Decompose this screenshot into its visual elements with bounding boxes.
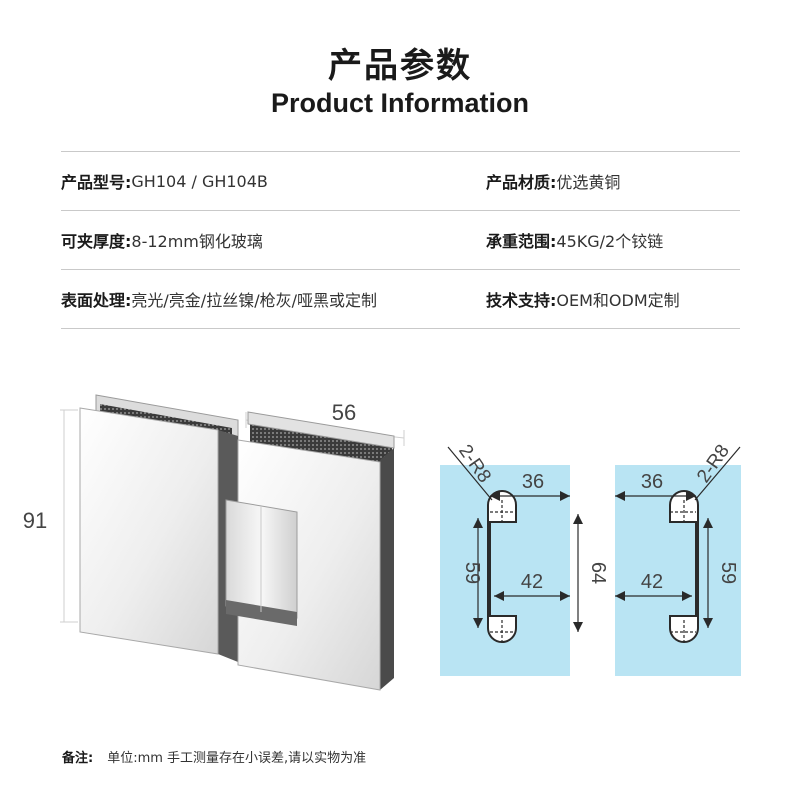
spec-row: 表面处理: 亮光/亮金/拉丝镍/枪灰/哑黑或定制 技术支持: OEM和ODM定制 <box>61 269 740 329</box>
spec-material: 产品材质: 优选黄铜 <box>486 169 740 193</box>
page-title-cn: 产品参数 <box>328 46 472 86</box>
inner-width-label: 42 <box>521 571 543 593</box>
spec-finish: 表面处理: 亮光/亮金/拉丝镍/枪灰/哑黑或定制 <box>61 287 486 311</box>
glass-height-label: 64 <box>587 562 609 584</box>
spec-label: 技术支持: <box>486 291 557 310</box>
spec-value: OEM和ODM定制 <box>556 291 680 310</box>
height-dimension: 91 <box>23 508 47 533</box>
cutout-height-label: 59 <box>461 562 483 584</box>
top-width-label: 36 <box>522 471 544 493</box>
page-title-en: Product Information <box>271 88 529 118</box>
top-width-label: 36 <box>641 471 663 493</box>
spec-value: 亮光/亮金/拉丝镍/枪灰/哑黑或定制 <box>131 291 377 310</box>
spec-load: 承重范围: 45KG/2个铰链 <box>486 228 740 252</box>
spec-label: 承重范围: <box>486 232 557 251</box>
spec-model: 产品型号: GH104 / GH104B <box>61 169 486 193</box>
width-dimension: 56 <box>332 400 356 425</box>
spec-value: 8-12mm钢化玻璃 <box>131 232 263 251</box>
spec-thickness: 可夹厚度: 8-12mm钢化玻璃 <box>61 228 486 252</box>
spec-label: 产品型号: <box>61 173 132 192</box>
spec-row: 可夹厚度: 8-12mm钢化玻璃 承重范围: 45KG/2个铰链 <box>61 210 740 269</box>
inner-width-label: 42 <box>641 571 663 593</box>
hinge-knuckle <box>225 499 298 626</box>
spec-value: 优选黄铜 <box>556 173 621 192</box>
spec-support: 技术支持: OEM和ODM定制 <box>486 287 740 311</box>
glass-cutout-right: 2-R8 36 59 42 <box>615 441 741 676</box>
footnote: 备注: 单位:mm 手工测量存在小误差,请以实物为准 <box>62 747 366 766</box>
hinge-left-plate <box>79 394 239 662</box>
spec-label: 表面处理: <box>61 291 132 310</box>
glass-cutout-left: 2-R8 36 59 42 64 <box>440 441 609 676</box>
spec-row: 产品型号: GH104 / GH104B 产品材质: 优选黄铜 <box>61 151 740 210</box>
spec-value: 45KG/2个铰链 <box>556 232 664 251</box>
footnote-text: 单位:mm 手工测量存在小误差,请以实物为准 <box>107 751 367 766</box>
footnote-label: 备注: <box>62 751 94 766</box>
spec-label: 产品材质: <box>486 173 557 192</box>
spec-table: 产品型号: GH104 / GH104B 产品材质: 优选黄铜 可夹厚度: 8-… <box>61 151 740 329</box>
cutout-height-label: 59 <box>717 562 739 584</box>
spec-label: 可夹厚度: <box>61 232 132 251</box>
spec-value: GH104 / GH104B <box>131 171 268 191</box>
